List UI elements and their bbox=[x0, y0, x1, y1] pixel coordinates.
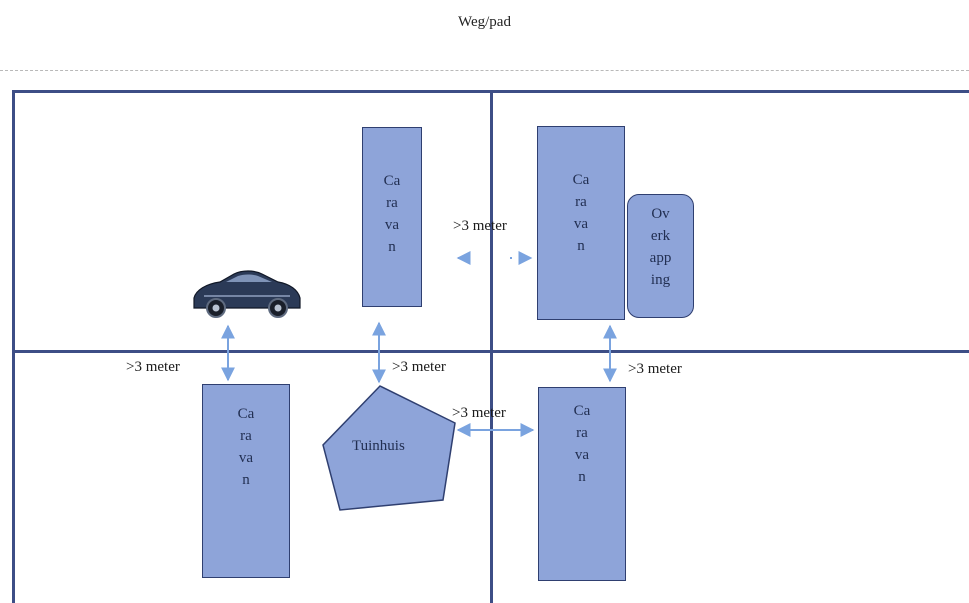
road-edge bbox=[0, 70, 969, 71]
distance-label-top-middle: >3 meter bbox=[453, 218, 507, 234]
caravan-top-right: Ca ra va n bbox=[537, 126, 625, 320]
distance-label-car: >3 meter bbox=[126, 359, 180, 375]
distance-label-shed-right: >3 meter bbox=[452, 405, 506, 421]
distance-label-right: >3 meter bbox=[628, 361, 682, 377]
caravan-bottom-left: Ca ra va n bbox=[202, 384, 290, 578]
diagram-title: Weg/pad bbox=[458, 14, 511, 30]
frame-horizontal-divider bbox=[12, 350, 969, 353]
shed-label: Tuinhuis bbox=[352, 438, 405, 454]
frame-vertical-divider bbox=[490, 90, 493, 603]
shed-pentagon bbox=[322, 385, 456, 511]
caravan-bottom-right: Ca ra va n bbox=[538, 387, 626, 581]
frame-left bbox=[12, 90, 15, 603]
distance-label-shed-top: >3 meter bbox=[392, 359, 446, 375]
awning: Ov erk app ing bbox=[627, 194, 694, 318]
caravan-top-left: Ca ra va n bbox=[362, 127, 422, 307]
car-icon bbox=[193, 270, 301, 318]
